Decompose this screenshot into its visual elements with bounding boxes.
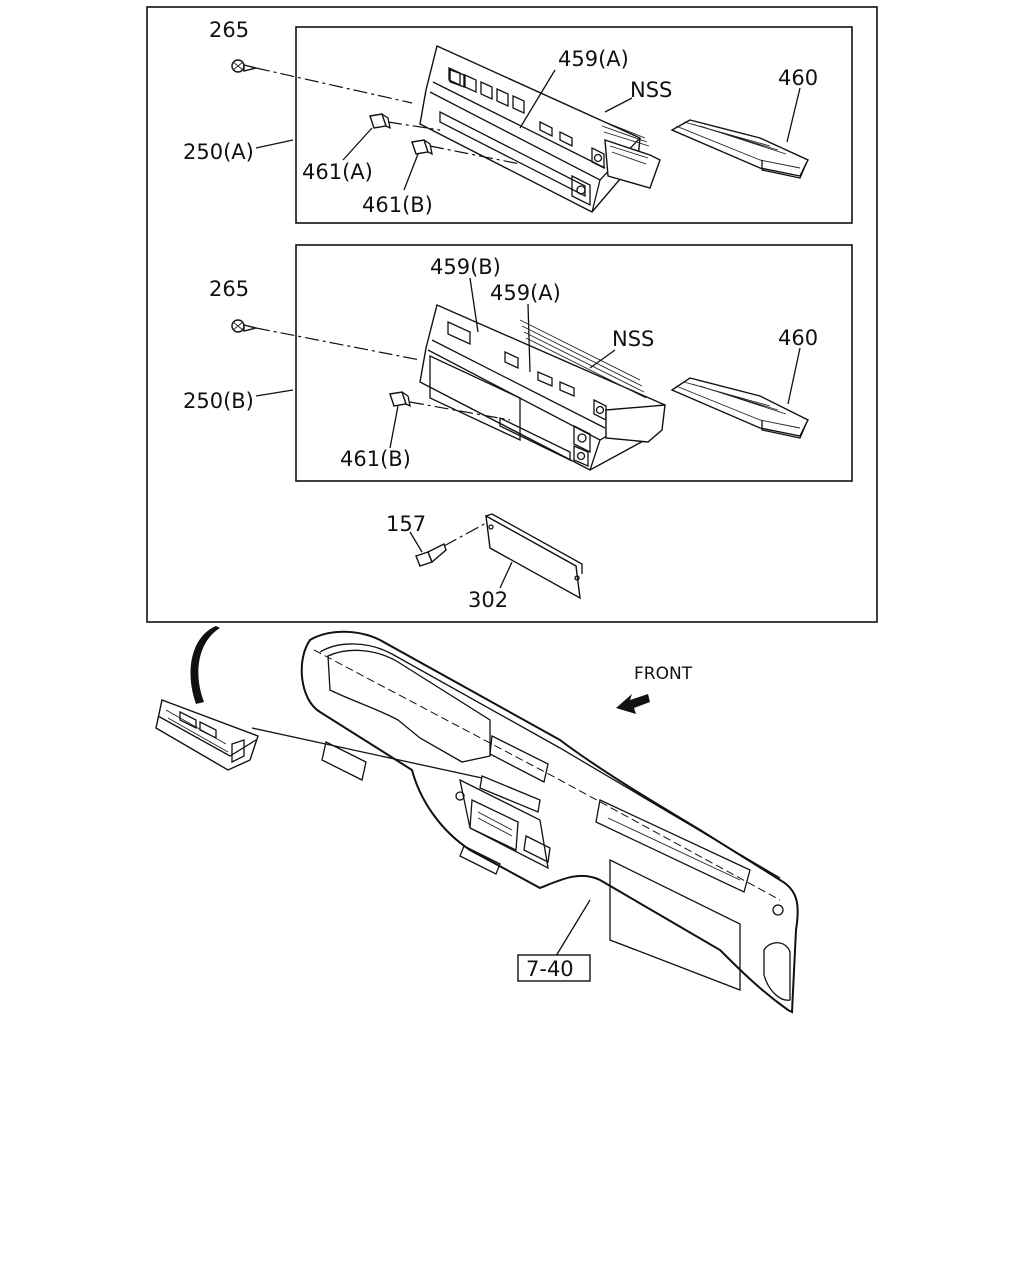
dashboard-right-vent [595, 799, 751, 893]
top-screw-label: 265 [209, 18, 249, 42]
top-module-leader [786, 87, 801, 143]
top-screw-leader [255, 67, 413, 104]
mid-screw-label: 265 [209, 277, 249, 301]
top-knob-b-label: 461(B) [362, 193, 433, 217]
mid-knob-dash [409, 401, 511, 421]
top-knob-b-leader [403, 153, 419, 191]
top-panel: 265 250(A) 459(A) NSS 460 461(A) 461(B) [183, 18, 853, 224]
install-arrow-icon [190, 626, 220, 704]
dashboard-vent-left [489, 735, 549, 783]
middle-panel: 265 250(B) 459(B) 459(A) NSS 460 461(B) [183, 244, 853, 482]
top-knob-a-leader [342, 127, 373, 161]
dashboard-top-edge [319, 643, 781, 879]
bracket-label: 302 [468, 588, 508, 612]
bracket-section: 157 302 [386, 512, 583, 612]
bracket-screw-label: 157 [386, 512, 426, 536]
mid-screw-leader [255, 327, 421, 361]
screw-157-icon [415, 543, 447, 567]
knob-461b-mid-icon [389, 391, 411, 408]
top-knob-dash-2 [429, 145, 521, 165]
top-panel-leader [519, 69, 556, 129]
dashboard-glovebox [609, 858, 741, 991]
mid-panel-a-leader [527, 303, 531, 373]
screw-265-top-icon [231, 59, 257, 73]
dashboard-ref-label: 7-40 [526, 957, 574, 981]
bracket-screw-leader [409, 531, 423, 553]
top-knob-a-label: 461(A) [302, 160, 373, 184]
top-assembly-label: 250(A) [183, 140, 254, 164]
knob-461a-icon [369, 113, 391, 130]
top-panel-label: 459(A) [558, 47, 629, 71]
dashboard-slot [479, 775, 541, 813]
mid-knob-leader [389, 405, 399, 449]
bracket-302-icon [485, 513, 583, 600]
dashboard-left-vent [321, 741, 367, 781]
dashboard-section: FRONT 7-40 [155, 626, 799, 1014]
top-assembly-leader [255, 139, 294, 149]
mid-panel-a-label: 459(A) [490, 281, 561, 305]
knob-461b-icon [411, 139, 433, 156]
mid-panel-b-leader [469, 277, 479, 333]
dashboard-center-stack [459, 778, 549, 870]
top-knob-dash [387, 121, 441, 131]
mid-module-label: 460 [778, 326, 818, 350]
mid-assembly-label: 250(B) [183, 389, 254, 413]
dashboard-unit-leader [251, 727, 483, 779]
screw-265-mid-icon [231, 319, 257, 333]
mid-panel-b-label: 459(B) [430, 255, 501, 279]
control-unit-a-icon [419, 45, 661, 213]
bracket-leader [499, 561, 513, 589]
dashboard-hood [327, 649, 491, 763]
outer-frame [146, 6, 878, 623]
dashboard-unit-icon [155, 699, 259, 771]
control-unit-b-icon [419, 304, 666, 471]
top-nss-leader [604, 97, 633, 113]
top-panel-box [295, 26, 853, 224]
module-460-top-icon [670, 119, 809, 179]
middle-panel-box [295, 244, 853, 482]
dashboard-radio [469, 799, 519, 851]
mid-nss-leader [589, 349, 616, 369]
mid-nss-label: NSS [612, 327, 654, 351]
mid-knob-b-label: 461(B) [340, 447, 411, 471]
mid-assembly-leader [255, 389, 294, 397]
front-arrow-icon [616, 694, 650, 714]
dashboard-ref-leader [555, 899, 591, 957]
dashboard-ref-box [517, 954, 591, 982]
dashboard-outline [300, 630, 799, 1014]
dashboard-end-vent [763, 942, 791, 1001]
mid-module-leader [787, 347, 801, 405]
dashboard-dashed-edge [313, 649, 781, 901]
top-nss-label: NSS [630, 78, 672, 102]
front-label: FRONT [634, 664, 693, 684]
top-module-label: 460 [778, 66, 818, 90]
bracket-screw-dash [443, 521, 489, 547]
module-460-mid-icon [670, 377, 809, 439]
